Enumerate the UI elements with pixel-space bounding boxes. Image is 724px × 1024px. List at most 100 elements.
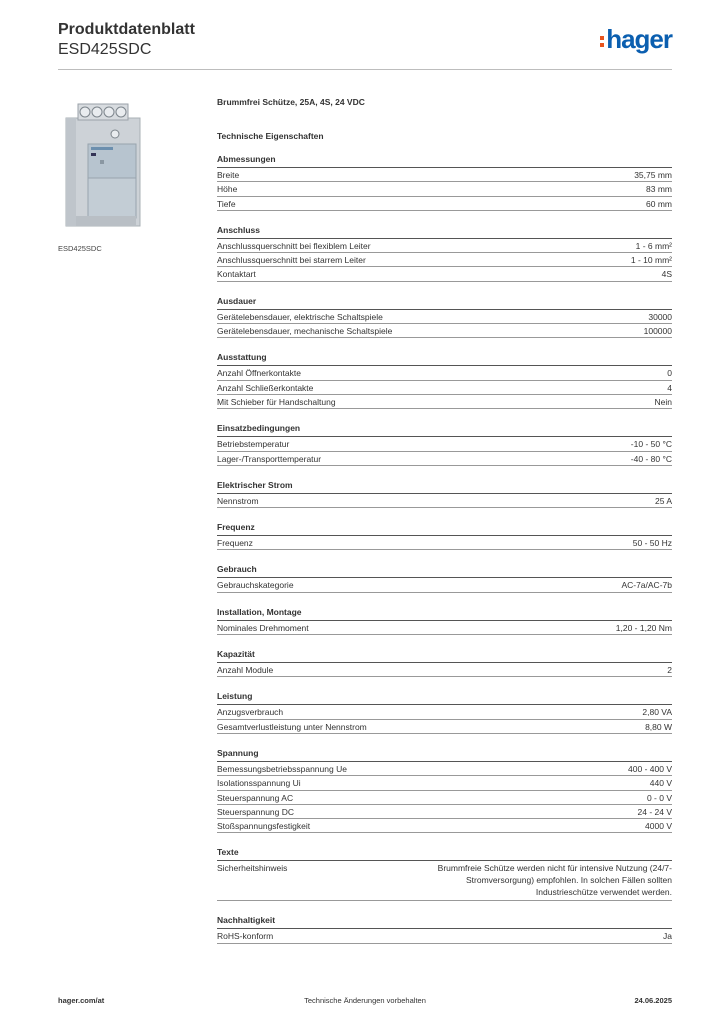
spec-value: 8,80 W [645, 721, 672, 732]
section-title: Kapazität [217, 649, 672, 664]
spec-row: Mit Schieber für Handschaltung Nein [217, 395, 672, 410]
footer-website-link[interactable]: hager.com/at [58, 996, 105, 1005]
spec-label: Breite [217, 170, 240, 180]
spec-row: Kontaktart 4S [217, 267, 672, 282]
spec-row: Gerätelebensdauer, elektrische Schaltspi… [217, 310, 672, 325]
spec-value: 4 [667, 382, 672, 393]
spec-label: Nennstrom [217, 495, 259, 506]
product-image [58, 96, 202, 236]
contactor-device-icon [58, 96, 202, 236]
spec-label: Sicherheitshinweis [217, 863, 288, 874]
spec-label: Betriebstemperatur [217, 439, 290, 450]
section-title: Ausdauer [217, 296, 672, 310]
spec-label: Anzahl Module [217, 665, 274, 676]
spec-label: Anschlussquerschnitt bei starrem Leiter [217, 255, 366, 266]
spec-label: Tiefe [217, 198, 236, 209]
spec-row: Bemessungsbetriebsspannung Ue 400 - 400 V [217, 762, 672, 777]
spec-value: 1 - 10 mm² [630, 255, 672, 266]
section-title: Leistung [217, 691, 672, 706]
spec-row: Lager-/Transporttemperatur-40 - 80 °C [217, 452, 672, 466]
spec-row: Sicherheitshinweis Brummfreie Schütze wer… [217, 861, 672, 902]
footer-note: Technische Änderungen vorbehalten [304, 996, 426, 1005]
spec-label: Gesamtverlustleistung unter Nennstrom [217, 721, 367, 732]
section-title: Elektrischer Strom [217, 480, 672, 494]
spec-value: 100000 [643, 326, 672, 337]
spec-value: 35,75 mm [634, 170, 672, 180]
spec-row: Höhe 83 mm [217, 182, 672, 197]
logo-text: hager [606, 24, 673, 54]
document-title: Produktdatenblatt [58, 21, 195, 38]
spec-row: Anschlussquerschnitt bei starrem Leiter 1… [217, 253, 672, 268]
product-name: Brummfrei Schütze, 25A, 4S, 24 VDC [217, 97, 365, 107]
spec-label: RoHS-konform [217, 931, 274, 942]
spec-value: 2 [667, 665, 672, 676]
spec-value: 400 - 400 V [628, 763, 672, 774]
spec-row: Tiefe 60 mm [217, 197, 672, 211]
spec-label: Kontaktart [217, 269, 256, 280]
spec-row: RoHS-konform Ja [217, 929, 672, 944]
section-title: Spannung [217, 748, 672, 762]
spec-value: 440 V [649, 778, 672, 789]
hager-logo[interactable]: hager [600, 24, 673, 54]
spec-value: 30000 [648, 311, 672, 322]
spec-row: Betriebstemperatur -10 - 50 °C [217, 437, 672, 452]
spec-label: Steuerspannung AC [217, 792, 294, 803]
spec-label: Frequenz [217, 538, 253, 549]
spec-row: Frequenz 50 - 50 Hz [217, 536, 672, 551]
spec-value: 0 [667, 368, 672, 379]
spec-row: Gesamtverlustleistung unter Nennstrom 8,8… [217, 720, 672, 734]
section-title: Ausstattung [217, 352, 672, 367]
spec-label: Lager-/Transporttemperatur [217, 453, 322, 464]
spec-label: Anzahl Öffnerkontakte [217, 368, 301, 379]
section-title: Einsatzbedingungen [217, 423, 672, 438]
section-title: Installation, Montage [217, 607, 672, 621]
section-title: Frequenz [217, 522, 672, 537]
spec-value: 2,80 VA [642, 707, 672, 718]
spec-row: Stoßspannungsfestigkeit 4000 V [217, 819, 672, 834]
spec-label: Mit Schieber für Handschaltung [217, 396, 336, 407]
spec-value: 50 - 50 Hz [632, 538, 672, 549]
spec-value: 83 mm [646, 184, 672, 195]
spec-value: 4S [661, 269, 672, 280]
spec-row: Anzahl Module 2 [217, 663, 672, 678]
spec-value: 60 mm [646, 198, 672, 209]
spec-label: Bemessungsbetriebsspannung Ue [217, 763, 347, 774]
footer-date: 24.06.2025 [634, 996, 672, 1005]
spec-label: Anschlussquerschnitt bei flexiblem Leite… [217, 240, 371, 251]
page-header: Produktdatenblatt ESD425SDC hager [58, 20, 673, 70]
spec-label: Höhe [217, 184, 238, 195]
spec-label: Gerätelebensdauer, mechanische Schaltspi… [217, 326, 393, 337]
section-title: Abmessungen [217, 154, 672, 168]
section-title: Nachhaltigkeit [217, 915, 672, 930]
spec-label: Gerätelebensdauer, elektrische Schaltspi… [217, 311, 383, 322]
section-title: Anschluss [217, 225, 672, 239]
spec-value: Brummfreie Schütze werden nicht für inte… [437, 863, 672, 898]
spec-label: Gebrauchskategorie [217, 580, 294, 591]
specifications: Brummfrei Schütze, 25A, 4S, 24 VDC Techn… [217, 96, 672, 944]
spec-value: 4000 V [645, 821, 672, 832]
spec-value: Nein [654, 396, 672, 407]
spec-value: -10 - 50 °C [630, 439, 672, 450]
spec-label: Stoßspannungsfestigkeit [217, 821, 311, 832]
spec-value: 25 A [654, 495, 672, 506]
spec-value: Ja [663, 931, 672, 942]
spec-row: Anschlussquerschnitt bei flexiblem Leite… [217, 239, 672, 254]
spec-label: Steuerspannung DC [217, 806, 295, 817]
spec-label: Nominales Drehmoment [217, 622, 309, 633]
